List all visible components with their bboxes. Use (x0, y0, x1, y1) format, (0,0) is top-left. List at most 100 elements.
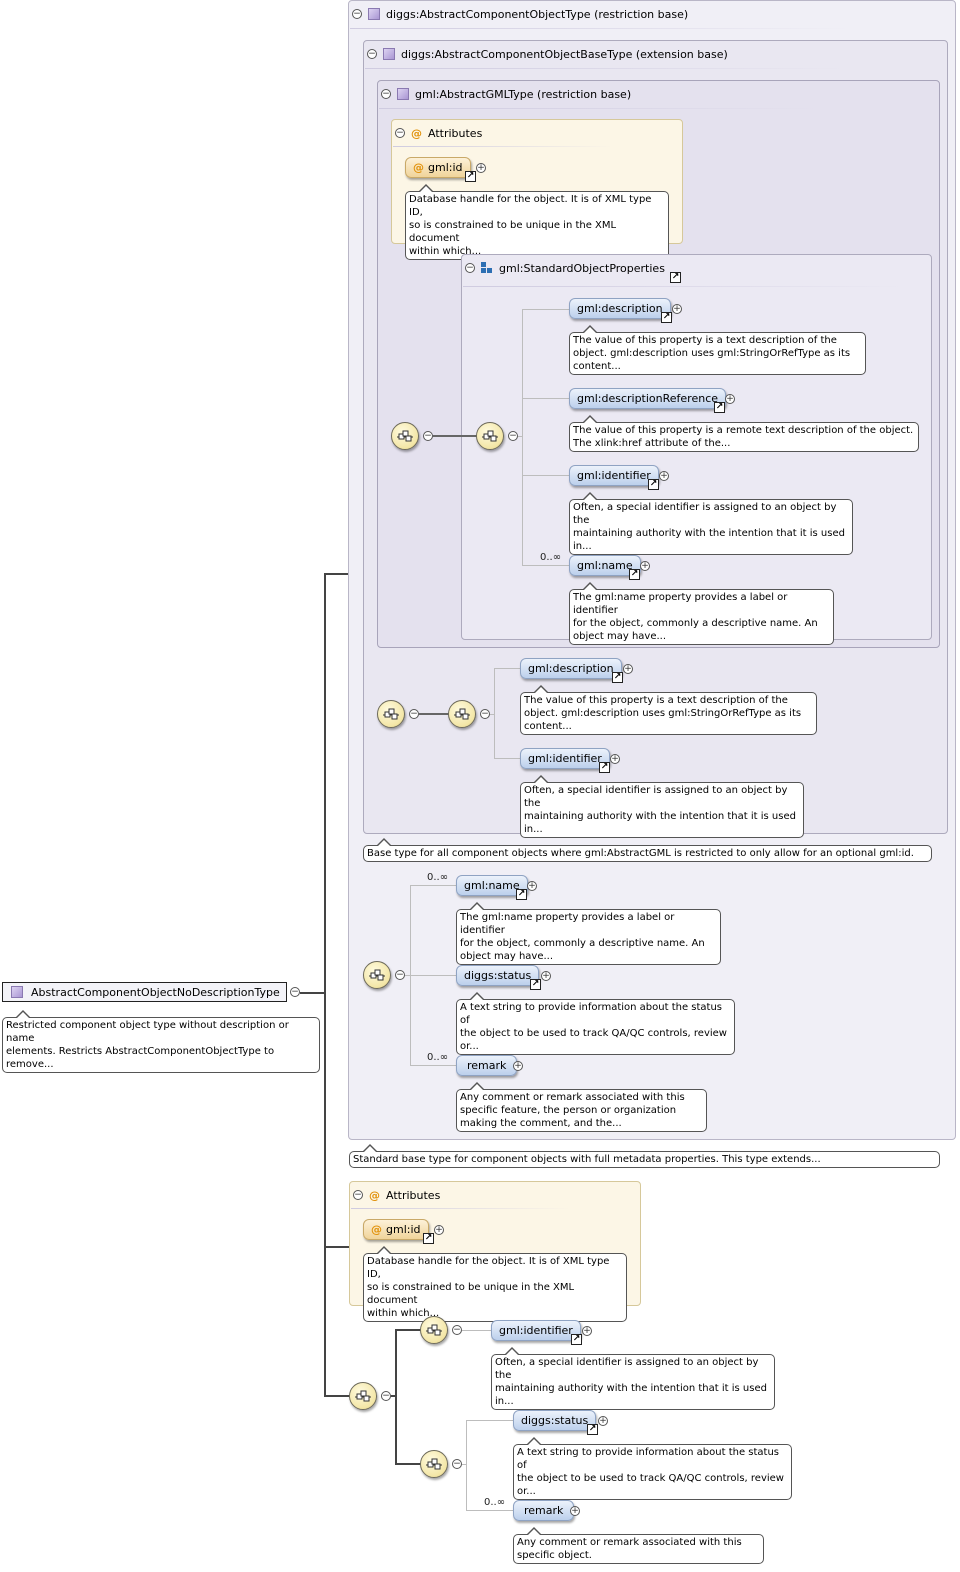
doc-annotation: Standard base type for component objects… (349, 1144, 940, 1168)
expand-icon[interactable]: + (640, 561, 650, 571)
doc-annotation: Any comment or remark associated with th… (456, 1082, 707, 1132)
root-type-node[interactable]: AbstractComponentObjectNoDescriptionType (2, 982, 287, 1002)
reference-arrow-icon[interactable]: ↗ (423, 1233, 434, 1244)
connector (433, 435, 477, 437)
doc-annotation: A text string to provide information abo… (513, 1437, 792, 1500)
collapse-icon[interactable]: − (423, 431, 433, 441)
sequence-glyph (355, 1390, 371, 1402)
tree-line (462, 1330, 492, 1331)
expand-icon[interactable]: + (598, 1416, 608, 1426)
element-diggs-status[interactable]: diggs:status (513, 1410, 597, 1431)
collapse-icon[interactable]: − (452, 1459, 462, 1469)
sequence-compositor-icon[interactable] (420, 1316, 448, 1344)
divider (365, 68, 845, 69)
type-header[interactable]: − diggs:AbstractComponentObjectBaseType … (367, 46, 728, 62)
reference-arrow-icon[interactable]: ↗ (530, 979, 541, 990)
reference-arrow-icon[interactable]: ↗ (599, 762, 610, 773)
tree-line (410, 885, 456, 886)
reference-arrow-icon[interactable]: ↗ (612, 672, 623, 683)
tree-line (466, 1420, 513, 1421)
collapse-icon[interactable]: − (353, 1190, 363, 1200)
sequence-compositor-icon[interactable] (363, 961, 391, 989)
element-gml-identifier[interactable]: gml:identifier (491, 1320, 581, 1341)
expand-icon[interactable]: + (659, 471, 669, 481)
expand-icon[interactable]: + (570, 1506, 580, 1516)
reference-arrow-icon[interactable]: ↗ (670, 272, 681, 283)
tree-line (410, 1065, 456, 1066)
attribute-gml-id[interactable]: @gml:id (405, 157, 471, 178)
doc-annotation: Database handle for the object. It is of… (405, 184, 669, 260)
collapse-icon[interactable]: − (381, 89, 391, 99)
type-header[interactable]: − gml:AbstractGMLType (restriction base) (381, 86, 631, 102)
element-gml-identifier[interactable]: gml:identifier (569, 465, 659, 486)
element-gml-name[interactable]: gml:name (569, 555, 641, 576)
element-gml-description[interactable]: gml:description (520, 658, 622, 679)
attributes-header[interactable]: − @ Attributes (395, 125, 482, 141)
expand-icon[interactable]: + (541, 971, 551, 981)
attribute-gml-id[interactable]: @gml:id (363, 1219, 429, 1240)
type-title: diggs:AbstractComponentObjectType (restr… (386, 7, 689, 21)
element-gml-description-reference[interactable]: gml:descriptionReference (569, 388, 727, 409)
sequence-compositor-icon[interactable] (377, 700, 405, 728)
expand-icon[interactable]: + (527, 881, 537, 891)
doc-annotation: A text string to provide information abo… (456, 992, 735, 1055)
element-gml-identifier[interactable]: gml:identifier (520, 748, 610, 769)
root-type-name: AbstractComponentObjectNoDescriptionType (31, 985, 280, 999)
reference-arrow-icon[interactable]: ↗ (587, 1424, 598, 1435)
group-title: gml:StandardObjectProperties (499, 261, 665, 275)
expand-icon[interactable]: + (582, 1326, 592, 1336)
reference-arrow-icon[interactable]: ↗ (648, 479, 659, 490)
element-gml-name[interactable]: gml:name (456, 875, 528, 896)
doc-annotation: Base type for all component objects wher… (363, 838, 932, 862)
collapse-icon[interactable]: − (465, 263, 475, 273)
collapse-icon[interactable]: − (290, 987, 300, 997)
doc-annotation: Often, a special identifier is assigned … (569, 492, 853, 555)
expand-icon[interactable]: + (513, 1061, 523, 1071)
divider (351, 1208, 571, 1209)
sequence-compositor-icon[interactable] (476, 422, 504, 450)
expand-icon[interactable]: + (434, 1225, 444, 1235)
sequence-glyph (397, 430, 413, 442)
element-remark[interactable]: remark (513, 1500, 575, 1521)
reference-arrow-icon[interactable]: ↗ (571, 1334, 582, 1345)
expand-icon[interactable]: + (476, 163, 486, 173)
reference-arrow-icon[interactable]: ↗ (661, 312, 672, 323)
reference-arrow-icon[interactable]: ↗ (516, 889, 527, 900)
sequence-compositor-icon[interactable] (448, 700, 476, 728)
expand-icon[interactable]: + (623, 664, 633, 674)
reference-arrow-icon[interactable]: ↗ (629, 569, 640, 580)
collapse-icon[interactable]: − (395, 970, 405, 980)
tree-line (466, 1510, 513, 1511)
doc-annotation: The gml:name property provides a label o… (569, 582, 834, 645)
attributes-header[interactable]: − @ Attributes (353, 1187, 440, 1203)
collapse-icon[interactable]: − (381, 1391, 391, 1401)
doc-annotation: Database handle for the object. It is of… (363, 1246, 627, 1322)
collapse-icon[interactable]: − (508, 431, 518, 441)
type-header[interactable]: − diggs:AbstractComponentObjectType (res… (352, 6, 688, 22)
collapse-icon[interactable]: − (352, 9, 362, 19)
sequence-compositor-icon[interactable] (420, 1450, 448, 1478)
element-gml-description[interactable]: gml:description (569, 298, 671, 319)
divider (463, 286, 903, 287)
sequence-compositor-icon[interactable] (349, 1382, 377, 1410)
tree-line (522, 565, 569, 566)
doc-annotation: Often, a special identifier is assigned … (491, 1347, 775, 1410)
doc-annotation: The gml:name property provides a label o… (456, 902, 721, 965)
sequence-compositor-icon[interactable] (391, 422, 419, 450)
collapse-icon[interactable]: − (452, 1325, 462, 1335)
expand-icon[interactable]: + (610, 754, 620, 764)
collapse-icon[interactable]: − (367, 49, 377, 59)
connector (300, 992, 325, 994)
expand-icon[interactable]: + (725, 394, 735, 404)
tree-line (522, 309, 523, 565)
element-diggs-status[interactable]: diggs:status (456, 965, 540, 986)
collapse-icon[interactable]: − (480, 709, 490, 719)
element-remark[interactable]: remark (456, 1055, 518, 1076)
complex-type-icon (383, 48, 395, 60)
expand-icon[interactable]: + (672, 304, 682, 314)
group-header[interactable]: − gml:StandardObjectProperties (465, 260, 665, 276)
collapse-icon[interactable]: − (395, 128, 405, 138)
reference-arrow-icon[interactable]: ↗ (465, 171, 476, 182)
collapse-icon[interactable]: − (409, 709, 419, 719)
reference-arrow-icon[interactable]: ↗ (714, 402, 725, 413)
